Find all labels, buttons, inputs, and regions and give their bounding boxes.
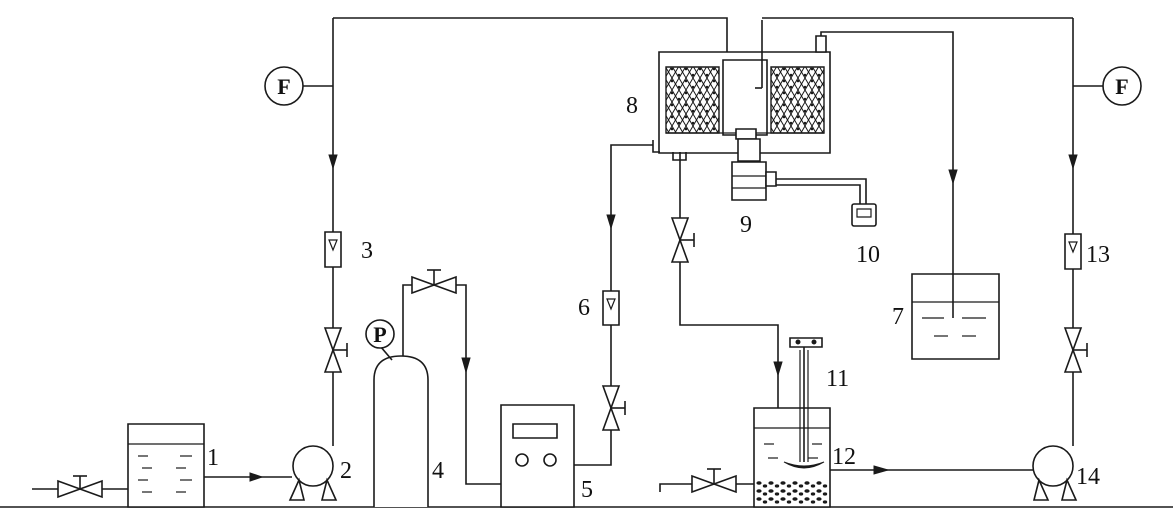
drain-valve <box>660 469 754 492</box>
stirrer <box>784 338 824 468</box>
flow-arrow-icon <box>250 473 262 481</box>
label-5: 5 <box>581 477 593 503</box>
flow-gauge-left-label: F <box>277 74 290 99</box>
gas-cylinder <box>374 356 428 507</box>
feed-inlet-valve <box>32 476 128 497</box>
label-2: 2 <box>340 458 352 484</box>
rotameter-gas <box>603 291 619 325</box>
motor-controller <box>852 204 876 226</box>
settling-tank <box>754 408 830 507</box>
gas-valve <box>412 270 456 293</box>
flow-arrow-icon <box>462 358 470 372</box>
rotameter-left <box>325 232 341 267</box>
pressure-gauge: P <box>366 320 394 360</box>
recycle-pump <box>1033 446 1076 500</box>
valve-left <box>325 328 347 372</box>
label-1: 1 <box>207 445 219 471</box>
label-3: 3 <box>361 238 373 264</box>
label-7: 7 <box>892 304 904 330</box>
label-8: 8 <box>626 93 638 119</box>
flow-arrow-icon <box>774 362 782 375</box>
feed-tank <box>128 424 204 507</box>
label-11: 11 <box>826 366 849 392</box>
rotameter-right <box>1065 234 1081 269</box>
label-9: 9 <box>740 212 752 238</box>
flow-gauge-right-label: F <box>1115 74 1128 99</box>
valve-gas-reactor <box>603 386 625 430</box>
motor-cable <box>776 179 866 204</box>
stirrer-motor <box>732 139 776 200</box>
pipe-gas <box>403 285 501 484</box>
flow-gauge-right: F <box>1103 67 1141 105</box>
label-10: 10 <box>856 242 880 268</box>
collection-tank <box>912 274 999 359</box>
pressure-gauge-label: P <box>373 322 386 347</box>
valve-right <box>1065 328 1087 372</box>
label-4: 4 <box>432 458 444 484</box>
valve-reactor-outlet <box>672 218 694 262</box>
label-6: 6 <box>578 295 590 321</box>
flow-arrow-icon <box>1069 155 1077 168</box>
flow-gauge-left: F <box>265 67 303 105</box>
flow-arrow-icon <box>329 155 337 168</box>
flow-arrow-icon <box>607 215 615 228</box>
feed-pump <box>290 446 336 500</box>
label-13: 13 <box>1086 242 1110 268</box>
flow-arrow-icon <box>949 170 957 183</box>
gas-controller <box>501 405 574 507</box>
reactor-vessel <box>653 20 830 160</box>
flow-arrow-icon <box>874 466 888 474</box>
label-14: 14 <box>1076 464 1100 490</box>
label-12: 12 <box>832 444 856 470</box>
